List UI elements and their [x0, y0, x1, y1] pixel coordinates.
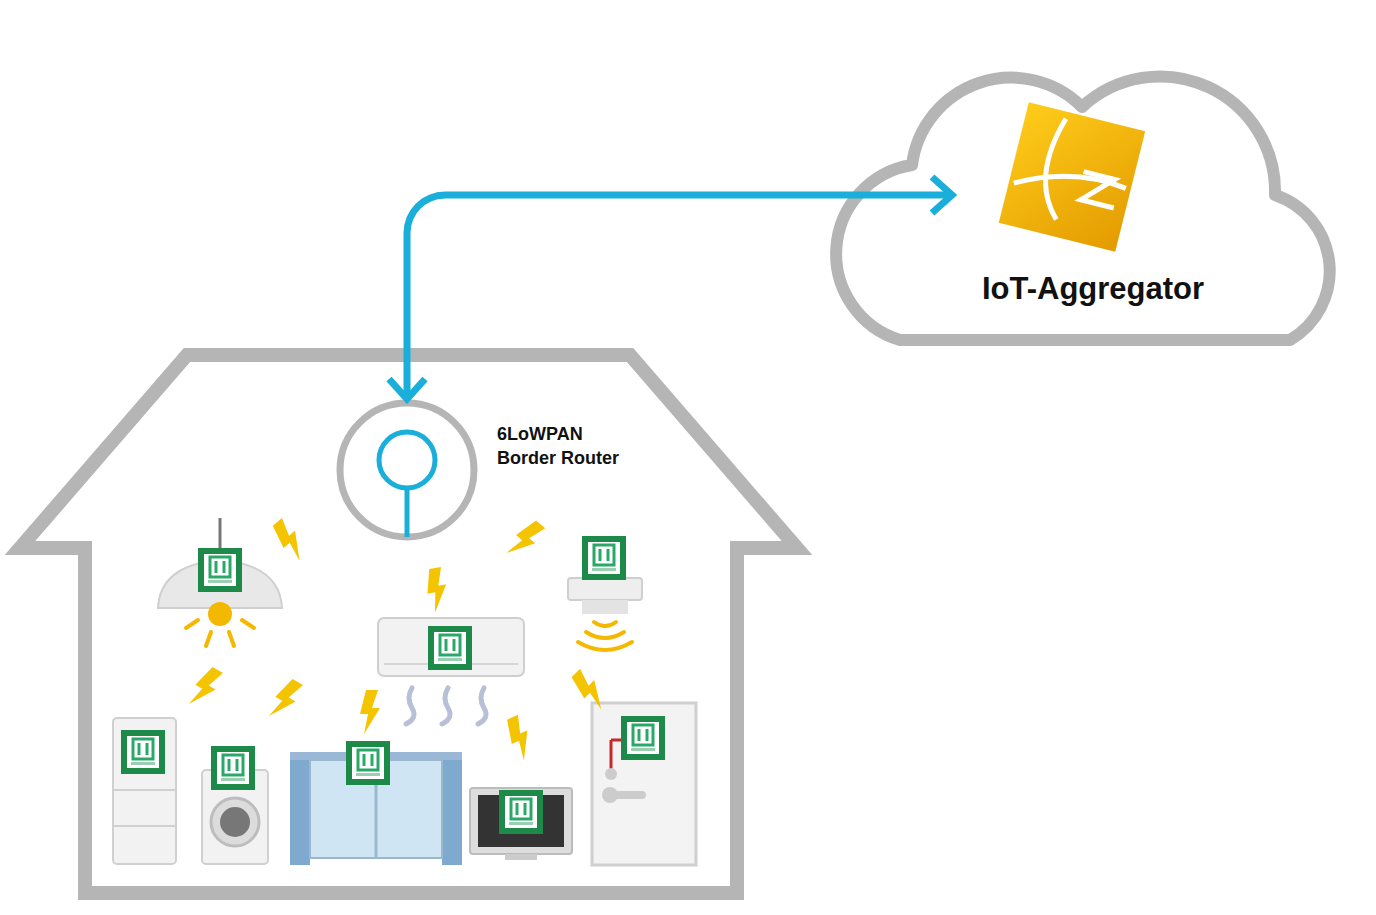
lamp [158, 518, 282, 646]
cloud-shape [820, 15, 1360, 360]
module-chip [582, 536, 626, 580]
border-router: 6LoWPAN Border Router [336, 398, 646, 544]
lightning-bolt [502, 714, 539, 762]
module-chip [428, 626, 472, 670]
router-body [340, 403, 474, 537]
cloud-service: IoT-Aggregator [820, 15, 1366, 360]
router-shape [336, 398, 646, 544]
refrigerator [113, 718, 176, 864]
module-chip [621, 716, 665, 760]
detector [568, 578, 642, 650]
modules [121, 536, 665, 834]
module-chip [499, 790, 543, 834]
module-chip [121, 730, 165, 774]
module-chip [346, 741, 390, 785]
television [470, 788, 572, 860]
lightning-bolt [268, 517, 312, 564]
lightning-bolt [423, 567, 450, 614]
service-name: IoT-Aggregator [820, 271, 1366, 307]
lightning-bolt [360, 690, 380, 734]
air-conditioner [378, 618, 524, 724]
module-chip [198, 548, 242, 592]
lightning-bolt [185, 664, 224, 712]
door [592, 703, 696, 865]
lightning-bolt [265, 676, 304, 724]
lightning-bolt [567, 667, 612, 712]
wireless-links [185, 517, 612, 762]
router-label: 6LoWPAN Border Router [497, 422, 637, 470]
lightning-bolt [503, 517, 547, 564]
data-link [407, 195, 952, 399]
aggregator-logo [999, 102, 1145, 251]
house-outline [20, 355, 797, 893]
module-chip [211, 746, 255, 790]
